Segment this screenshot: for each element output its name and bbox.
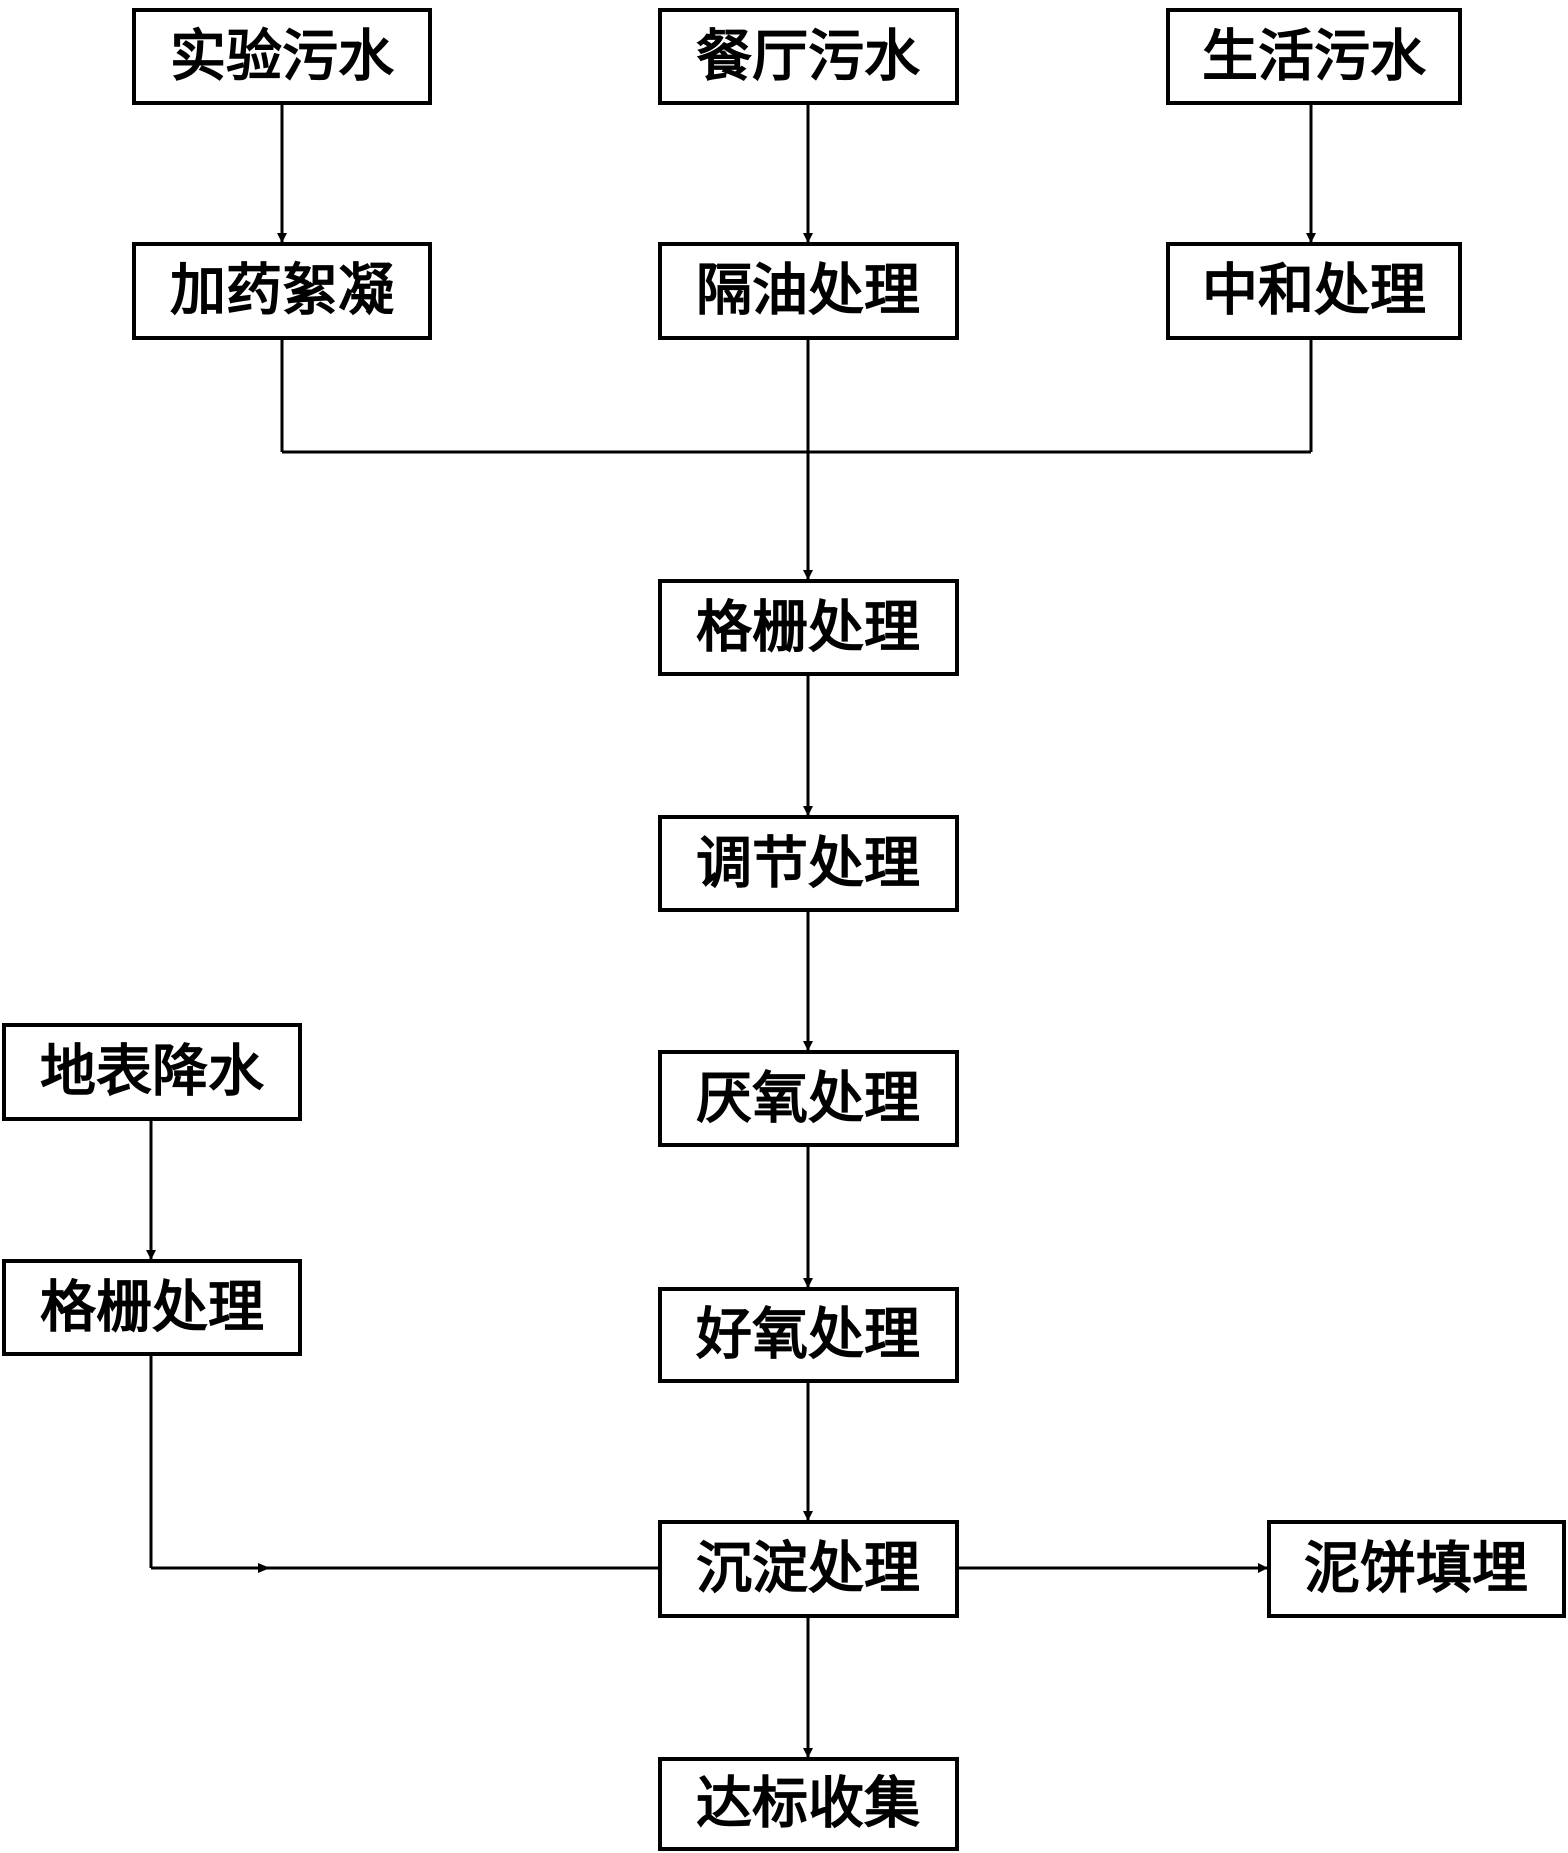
node-label: 隔油处理 xyxy=(696,259,920,324)
node-label: 格栅处理 xyxy=(40,1276,264,1341)
node-domestic-wastewater: 生活污水 xyxy=(1166,8,1462,105)
node-label: 达标收集 xyxy=(696,1772,920,1837)
node-label: 调节处理 xyxy=(696,832,920,897)
node-aerobic: 好氧处理 xyxy=(658,1287,959,1383)
node-regulation: 调节处理 xyxy=(658,815,959,912)
node-restaurant-wastewater: 餐厅污水 xyxy=(658,8,959,105)
node-label: 好氧处理 xyxy=(695,1303,920,1368)
node-grille-main: 格栅处理 xyxy=(658,579,959,676)
node-label: 生活污水 xyxy=(1202,25,1427,90)
node-sludge-landfill: 泥饼填埋 xyxy=(1267,1520,1566,1618)
node-label: 格栅处理 xyxy=(696,596,920,661)
node-flocculation: 加药絮凝 xyxy=(132,242,432,340)
node-oil-separation: 隔油处理 xyxy=(658,242,959,340)
node-label: 厌氧处理 xyxy=(696,1067,920,1132)
node-label: 沉淀处理 xyxy=(696,1537,920,1602)
node-label: 实验污水 xyxy=(170,25,395,90)
node-neutralization: 中和处理 xyxy=(1166,242,1462,340)
node-anaerobic: 厌氧处理 xyxy=(658,1050,959,1147)
node-lab-wastewater: 实验污水 xyxy=(132,8,432,105)
arrow-marker-rain-to-sedimentation xyxy=(258,1563,270,1573)
node-surface-rain: 地表降水 xyxy=(2,1023,302,1121)
node-label: 中和处理 xyxy=(1202,259,1426,324)
connectors xyxy=(146,103,1316,1758)
node-label: 加药絮凝 xyxy=(170,259,394,324)
node-label: 泥饼填埋 xyxy=(1304,1537,1528,1602)
node-grille-rain: 格栅处理 xyxy=(2,1259,302,1356)
node-compliant-collection: 达标收集 xyxy=(658,1757,959,1851)
node-label: 餐厅污水 xyxy=(696,25,921,90)
node-sedimentation: 沉淀处理 xyxy=(658,1520,959,1618)
node-label: 地表降水 xyxy=(40,1040,265,1105)
